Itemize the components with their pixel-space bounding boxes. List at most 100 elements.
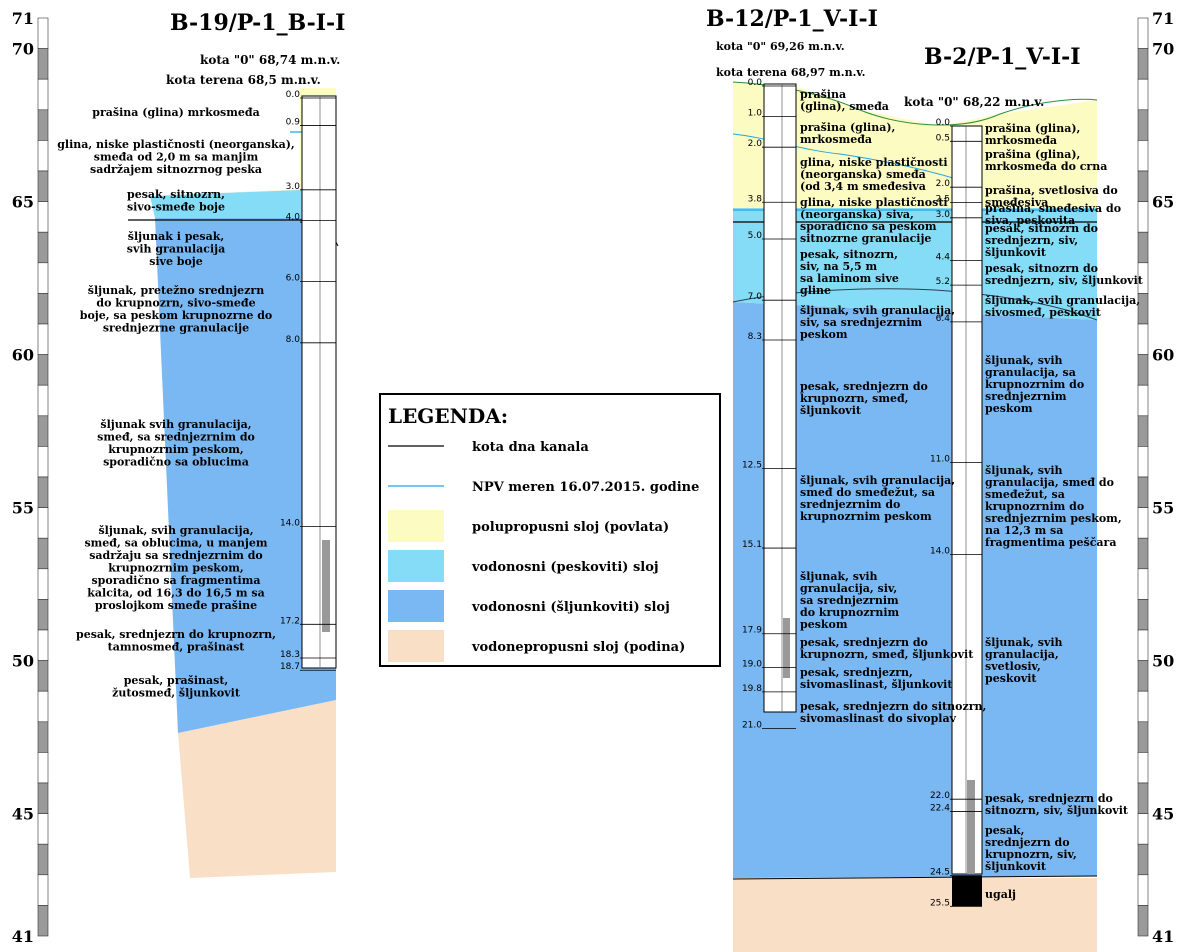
legend-box-swatch — [388, 590, 444, 622]
depth-label: 19.0 — [742, 659, 762, 669]
layer-description: sa laminom sive — [800, 272, 899, 285]
legend-label: kota dna kanala — [472, 440, 589, 455]
scale-segment — [37, 140, 49, 172]
scale-segment — [37, 752, 49, 784]
depth-label: 14.0 — [930, 546, 950, 556]
depth-label: 6.4 — [936, 314, 951, 324]
layer-description: sivosmeđ, peskovit — [985, 306, 1102, 319]
layer-description: svetlosiv, — [985, 660, 1041, 673]
legend-box-swatch — [388, 550, 444, 582]
layer-description: sadržaju sa srednjezrnim do — [89, 549, 263, 562]
layer-description: prašina (glina) mrkosmeđa — [92, 106, 259, 119]
depth-label: 8.3 — [748, 332, 762, 342]
depth-label: 4.0 — [286, 212, 301, 222]
right-gravel-layer — [733, 302, 1097, 878]
depth-label: 1.0 — [748, 109, 763, 119]
depth-label: 4.4 — [936, 253, 951, 263]
scale-segment — [1137, 629, 1149, 661]
layer-description: smeđesiva — [985, 196, 1048, 209]
layer-description: prašina, svetlosiva do — [985, 184, 1118, 197]
bh3-depth-ticks: 0.00.52.02.53.04.45.26.411.014.022.022.4… — [930, 118, 982, 908]
layer-description: krupnozrnim peskom, — [108, 562, 243, 575]
scale-segment — [1137, 201, 1149, 233]
scale-label: 65 — [1152, 193, 1174, 212]
layer-description: na 12,3 m sa — [985, 524, 1063, 537]
layer-description: prašina (glina), — [985, 122, 1080, 135]
bh2-zero-level: kota "0" 69,26 m.n.v. — [716, 40, 845, 53]
scale-segment — [1137, 415, 1149, 447]
bh1-bedrock-layer — [178, 700, 336, 878]
right-clay-layer — [733, 82, 1097, 208]
layer-description: do krupnozrn, sivo-smeđe — [96, 297, 255, 310]
bh2-hatched-segment — [783, 618, 790, 678]
scale-segment — [37, 384, 49, 417]
legend-label: vodonepropusni sloj (podina) — [471, 640, 685, 655]
scale-label: 70 — [1152, 40, 1174, 59]
bh3-title: B-2/P-1_V-I-I — [924, 44, 1081, 70]
scale-label: 45 — [1152, 805, 1174, 824]
layer-description: tamnosmeđ, prašinast — [108, 641, 246, 654]
scale-label: 71 — [1152, 9, 1174, 28]
layer-description: peskom — [800, 328, 848, 341]
scale-segment — [1137, 690, 1149, 723]
legend-box-swatch — [388, 630, 444, 662]
right-sand-layer — [733, 208, 1097, 320]
scale-label: 60 — [1152, 346, 1174, 365]
layer-description: sadržajem sitnozrnog peska — [90, 163, 262, 176]
layer-description: šljunak, svih granulacija, — [800, 304, 955, 317]
legend-title: LEGENDA: — [388, 404, 508, 428]
legend-box-swatch — [388, 510, 444, 542]
legend-label: vodonosni (šljunkoviti) sloj — [471, 600, 670, 615]
depth-label: 0.0 — [748, 78, 763, 88]
layer-description: pesak, sitnozrn do — [985, 222, 1098, 235]
layer-description: glina, niske plastičnosti — [800, 156, 948, 169]
depth-label: 21.0 — [742, 721, 762, 731]
layer-description: peskovit — [985, 672, 1037, 685]
right-profile — [732, 81, 1098, 952]
depth-label: 22.4 — [930, 803, 950, 813]
scale-segment — [1137, 905, 1149, 937]
layer-description: krupnozrn, smeđ, — [800, 392, 909, 405]
layer-description: mrkosmeđa do crna — [985, 160, 1107, 173]
scale-segment — [37, 629, 49, 661]
scale-segment — [1137, 109, 1149, 141]
layer-description: prašina, smeđesiva do — [985, 202, 1121, 215]
scale-label: 65 — [12, 193, 34, 212]
depth-label: 19.8 — [742, 684, 762, 694]
scale-segment — [1137, 384, 1149, 417]
depth-label: 5.0 — [748, 231, 763, 241]
layer-description: peskom — [985, 402, 1033, 415]
depth-label: 3.0 — [936, 210, 951, 220]
legend-label: NPV meren 16.07.2015. godine — [472, 480, 699, 495]
scale-segment — [1137, 752, 1149, 784]
scale-label: 55 — [1152, 499, 1174, 518]
layer-description: smeđ, sa oblucima, u manjem — [84, 537, 267, 550]
layer-description: šljunak, svih — [800, 570, 878, 583]
bh1-profile — [128, 88, 339, 878]
bh3-column — [951, 125, 983, 875]
depth-label: 5.2 — [936, 277, 950, 287]
depth-label: 11.0 — [930, 455, 950, 465]
depth-label: 8.0 — [286, 335, 301, 345]
depth-label: 0.9 — [286, 118, 301, 128]
layer-description: gline — [800, 284, 831, 297]
layer-description: pesak, prašinast, — [124, 674, 229, 687]
scale-segment — [37, 782, 49, 814]
layer-description: šljunak, svih granulacija, — [985, 294, 1140, 307]
depth-label: 7.0 — [748, 292, 763, 302]
depth-label: 15.1 — [742, 540, 762, 550]
scale-segment — [37, 109, 49, 141]
layer-description: granulacija, siv, — [800, 582, 897, 595]
layer-description: pesak, srednjezrn do — [800, 380, 928, 393]
layer-description: do krupnozrnim — [800, 606, 900, 619]
scale-segment — [1137, 170, 1149, 202]
scale-segment — [37, 843, 49, 876]
depth-label: 25.5 — [930, 898, 950, 908]
layer-description: sivomaslinast, šljunkovit — [800, 678, 953, 691]
layer-description: siv, sa srednjezrnim — [800, 316, 923, 329]
layer-description: smeđ, sa srednjezrnim do — [97, 431, 255, 444]
depth-label: 2.0 — [748, 139, 763, 149]
